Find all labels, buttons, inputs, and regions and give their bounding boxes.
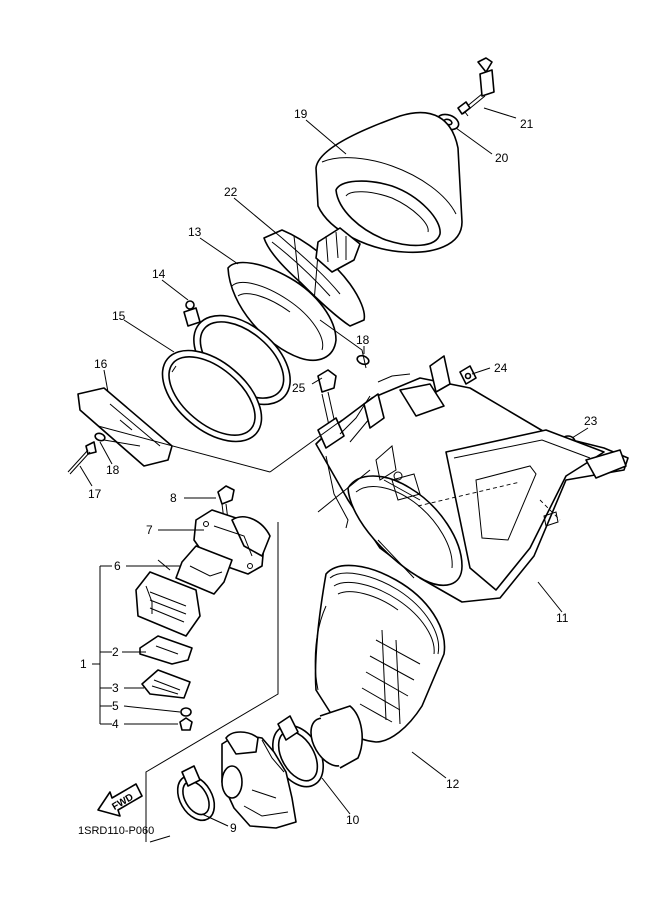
callout-20[interactable]: 20 [495, 151, 509, 165]
callout-16[interactable]: 16 [94, 357, 108, 371]
callout-10[interactable]: 10 [346, 813, 360, 827]
washer-part-18-right[interactable] [356, 354, 370, 366]
callout-1[interactable]: 1 [80, 657, 87, 671]
clamp-part-9[interactable] [170, 765, 222, 827]
callout-2[interactable]: 2 [112, 645, 119, 659]
callout-8[interactable]: 8 [170, 491, 177, 505]
washer-part-5[interactable] [180, 707, 192, 717]
seal-ring-part-15[interactable] [146, 333, 279, 460]
clamp-part-10[interactable] [262, 705, 363, 796]
callout-9[interactable]: 9 [230, 821, 237, 835]
callout-4[interactable]: 4 [112, 717, 119, 731]
screw-part-17[interactable] [67, 441, 97, 475]
callout-18-left[interactable]: 18 [106, 463, 120, 477]
callout-labels: 21 20 19 22 13 14 15 16 18 17 18 25 24 2… [80, 107, 598, 835]
filter-guide-part-22[interactable] [263, 227, 366, 327]
callout-17[interactable]: 17 [88, 487, 102, 501]
screw-part-4[interactable] [179, 717, 193, 731]
callout-23[interactable]: 23 [584, 414, 598, 428]
callout-14[interactable]: 14 [152, 267, 166, 281]
reed-valve-block [135, 571, 201, 637]
callout-7[interactable]: 7 [146, 523, 153, 537]
callout-22[interactable]: 22 [224, 185, 238, 199]
reed-petal-part-2[interactable] [139, 635, 193, 665]
air-filter-element-part-19[interactable] [315, 111, 463, 254]
callout-18-right[interactable]: 18 [356, 333, 370, 347]
carburetor-body [221, 731, 297, 829]
intake-joint-part-12[interactable] [314, 564, 446, 743]
callout-6[interactable]: 6 [114, 559, 121, 573]
assembly-lines [97, 319, 421, 843]
callout-21[interactable]: 21 [520, 117, 534, 131]
callout-25[interactable]: 25 [292, 381, 306, 395]
wing-bolt-part-21[interactable] [457, 57, 495, 117]
callout-3[interactable]: 3 [112, 681, 119, 695]
diagram-code: 1SRD110-P060 [78, 825, 154, 837]
callout-24[interactable]: 24 [494, 361, 508, 375]
reed-valve-cover-part-7[interactable] [193, 509, 271, 575]
callout-13[interactable]: 13 [188, 225, 202, 239]
callout-12[interactable]: 12 [446, 777, 460, 791]
callout-15[interactable]: 15 [112, 309, 126, 323]
callout-5[interactable]: 5 [112, 699, 119, 713]
washer-part-18-left[interactable] [94, 432, 106, 442]
gasket-part-6[interactable] [175, 545, 233, 595]
air-filter-case-part-11[interactable] [315, 355, 629, 603]
reed-stopper-part-3[interactable] [141, 669, 191, 699]
callout-leaders [79, 107, 589, 827]
fwd-label: FWD [110, 792, 135, 813]
callout-11[interactable]: 11 [556, 611, 569, 625]
plate-part-16[interactable] [77, 387, 173, 467]
nut-clip-part-24[interactable] [459, 365, 477, 385]
forward-arrow-icon: FWD [97, 783, 143, 817]
callout-19[interactable]: 19 [294, 107, 308, 121]
